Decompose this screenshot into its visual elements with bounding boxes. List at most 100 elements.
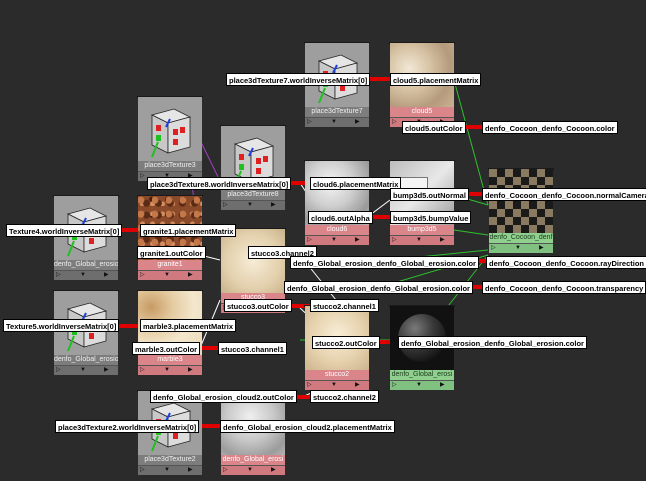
connection-source-label[interactable]: denfo_Global_erosion_denfo_Global_erosio… xyxy=(284,281,473,294)
triangle-down-icon[interactable]: ▼ xyxy=(164,367,170,373)
node-port-bar[interactable]: ▷ ▼ ▶ xyxy=(54,270,118,280)
triangle-right-icon[interactable]: ▶ xyxy=(355,237,360,243)
node-port-bar[interactable]: ▷ ▼ ▶ xyxy=(138,270,202,280)
triangle-right-icon[interactable]: ▷ xyxy=(307,382,312,388)
connection-dest-label[interactable]: granite1.placementMatrix xyxy=(140,224,237,237)
connection-dest-label[interactable]: stucco3.channel1 xyxy=(218,342,287,355)
triangle-right-icon[interactable]: ▶ xyxy=(271,202,276,208)
triangle-right-icon[interactable]: ▶ xyxy=(440,382,445,388)
connection-source-label[interactable]: place3dTexture8.worldInverseMatrix[0] xyxy=(147,177,292,190)
connection-source-label[interactable]: cloud5.outColor xyxy=(402,121,466,134)
triangle-right-icon[interactable]: ▷ xyxy=(307,119,312,125)
connection-dest-label[interactable]: cloud6.placementMatrix xyxy=(310,177,402,190)
node-port-bar[interactable]: ▷ ▼ ▶ xyxy=(390,235,454,245)
triangle-right-icon[interactable]: ▷ xyxy=(392,237,397,243)
node-port-bar[interactable]: ▷ ▼ ▶ xyxy=(138,171,202,181)
connection-source-label[interactable]: granite1.outColor xyxy=(137,246,206,259)
triangle-right-icon[interactable]: ▷ xyxy=(140,173,145,179)
connection-source-label[interactable]: denfo_Global_erosion_denfo_Global_erosio… xyxy=(290,256,479,269)
connection-source-label[interactable]: place3dTexture7.worldInverseMatrix[0] xyxy=(226,73,371,86)
node-port-bar[interactable]: ▷ ▼ ▶ xyxy=(489,243,553,253)
connection-source-label[interactable]: Texture4.worldInverseMatrix[0] xyxy=(6,224,123,237)
triangle-right-icon[interactable]: ▶ xyxy=(188,173,193,179)
triangle-down-icon[interactable]: ▼ xyxy=(80,367,86,373)
triangle-right-icon[interactable]: ▶ xyxy=(188,367,193,373)
triangle-down-icon[interactable]: ▼ xyxy=(331,382,337,388)
connection-source-label[interactable]: denfo_Global_erosion_cloud2.outColor xyxy=(150,390,297,403)
triangle-right-icon[interactable]: ▶ xyxy=(104,367,109,373)
connection-source-label[interactable]: place3dTexture2.worldInverseMatrix[0] xyxy=(55,420,200,433)
connection-dest-label[interactable]: bump3d5.bumpValue xyxy=(390,211,472,224)
triangle-right-icon[interactable]: ▷ xyxy=(140,367,145,373)
triangle-right-icon[interactable]: ▷ xyxy=(140,467,145,473)
triangle-right-icon[interactable]: ▶ xyxy=(355,119,360,125)
connection-dest-label[interactable]: stucco2.channel2 xyxy=(310,390,379,403)
connection-dest-label[interactable]: cloud5.placementMatrix xyxy=(390,73,482,86)
place3dTexture5-node[interactable]: denfo_Global_erosio ▷▼▶ xyxy=(53,290,119,375)
node-port-bar[interactable]: ▷ ▼ ▶ xyxy=(305,235,369,245)
denfo-global-erosion-material-node[interactable]: denfo_Global_erosi ▷▼▶ xyxy=(389,305,455,390)
triangle-down-icon[interactable]: ▼ xyxy=(164,272,170,278)
triangle-down-icon[interactable]: ▼ xyxy=(164,467,170,473)
denfo-cocoon-material-node[interactable]: denfo_Cocoon_denf ▷▼▶ xyxy=(488,168,554,253)
triangle-down-icon[interactable]: ▼ xyxy=(416,382,422,388)
connection-source-label[interactable]: Texture5.worldInverseMatrix[0] xyxy=(3,319,120,332)
granite1-node[interactable]: granite1 ▷▼▶ xyxy=(137,195,203,280)
triangle-right-icon[interactable]: ▷ xyxy=(491,245,496,251)
place3dTexture8-node[interactable]: place3dTexture8 ▷▼▶ xyxy=(220,125,286,210)
triangle-right-icon[interactable]: ▷ xyxy=(223,467,228,473)
place3dTexture4-node[interactable]: denfo_Global_erosio ▷▼▶ xyxy=(53,195,119,280)
triangle-right-icon[interactable]: ▷ xyxy=(223,202,228,208)
triangle-right-icon[interactable]: ▷ xyxy=(392,382,397,388)
node-port-bar[interactable]: ▷ ▼ ▶ xyxy=(221,465,285,475)
triangle-down-icon[interactable]: ▼ xyxy=(416,237,422,243)
triangle-right-icon[interactable]: ▷ xyxy=(392,119,397,125)
triangle-right-icon[interactable]: ▷ xyxy=(56,367,61,373)
triangle-down-icon[interactable]: ▼ xyxy=(80,272,86,278)
node-port-bar[interactable]: ▷ ▼ ▶ xyxy=(305,380,369,390)
triangle-right-icon[interactable]: ▷ xyxy=(307,237,312,243)
connection-dest-label[interactable]: denfo_Cocoon_denfo_Cocoon.rayDirection xyxy=(486,256,646,269)
triangle-right-icon[interactable]: ▶ xyxy=(188,467,193,473)
place3dTexture3-node[interactable]: place3dTexture3 ▷▼▶ xyxy=(137,96,203,181)
triangle-right-icon[interactable]: ▶ xyxy=(104,272,109,278)
triangle-right-icon[interactable]: ▶ xyxy=(188,272,193,278)
triangle-down-icon[interactable]: ▼ xyxy=(247,202,253,208)
node-port-bar[interactable]: ▷ ▼ ▶ xyxy=(54,365,118,375)
connection-dest-label[interactable]: marble3.placementMatrix xyxy=(140,319,237,332)
connection-source-label[interactable]: stucco3.outColor xyxy=(224,299,292,312)
connection-dest-label[interactable]: denfo_Cocoon_denfo_Cocoon.normalCamera xyxy=(482,188,646,201)
node-port-bar[interactable]: ▷ ▼ ▶ xyxy=(138,365,202,375)
bump3d5-node[interactable]: bump3d5 ▷▼▶ xyxy=(389,160,455,245)
node-port-bar[interactable]: ▷ ▼ ▶ xyxy=(221,200,285,210)
marble3-node[interactable]: marble3 ▷▼▶ xyxy=(137,290,203,375)
connection-dest-label[interactable]: stucco3.channel2 xyxy=(248,246,317,259)
triangle-down-icon[interactable]: ▼ xyxy=(164,173,170,179)
triangle-down-icon[interactable]: ▼ xyxy=(331,237,337,243)
connection-dest-label[interactable]: denfo_Global_erosion_denfo_Global_erosio… xyxy=(398,336,587,349)
cloud6-node[interactable]: cloud6 ▷▼▶ xyxy=(304,160,370,245)
node-port-bar[interactable]: ▷ ▼ ▶ xyxy=(138,465,202,475)
connection-source-label[interactable]: cloud6.outAlpha xyxy=(308,211,373,224)
triangle-right-icon[interactable]: ▶ xyxy=(539,245,544,251)
connection-dest-label[interactable]: denfo_Cocoon_denfo_Cocoon.color xyxy=(482,121,618,134)
triangle-right-icon[interactable]: ▷ xyxy=(140,272,145,278)
triangle-right-icon[interactable]: ▶ xyxy=(355,382,360,388)
connection-source-label[interactable]: bump3d5.outNormal xyxy=(390,188,469,201)
node-port-bar[interactable]: ▷ ▼ ▶ xyxy=(305,117,369,127)
triangle-right-icon[interactable]: ▶ xyxy=(271,467,276,473)
connection-dest-label[interactable]: denfo_Global_erosion_cloud2.placementMat… xyxy=(220,420,395,433)
triangle-down-icon[interactable]: ▼ xyxy=(247,467,253,473)
connection-source-label[interactable]: marble3.outColor xyxy=(132,342,201,355)
place3dTexture7-node[interactable]: place3dTexture7 ▷▼▶ xyxy=(304,42,370,127)
triangle-down-icon[interactable]: ▼ xyxy=(331,119,337,125)
connection-dest-label[interactable]: denfo_Cocoon_denfo_Cocoon.transparency xyxy=(482,281,646,294)
connection-dest-label[interactable]: stucco2.channel1 xyxy=(310,299,379,312)
cloud5-node[interactable]: cloud5 ▷▼▶ xyxy=(389,42,455,127)
node-port-bar[interactable]: ▷ ▼ ▶ xyxy=(390,380,454,390)
triangle-right-icon[interactable]: ▶ xyxy=(440,237,445,243)
triangle-right-icon[interactable]: ▷ xyxy=(56,272,61,278)
triangle-down-icon[interactable]: ▼ xyxy=(515,245,521,251)
connection-source-label[interactable]: stucco2.outColor xyxy=(312,336,380,349)
